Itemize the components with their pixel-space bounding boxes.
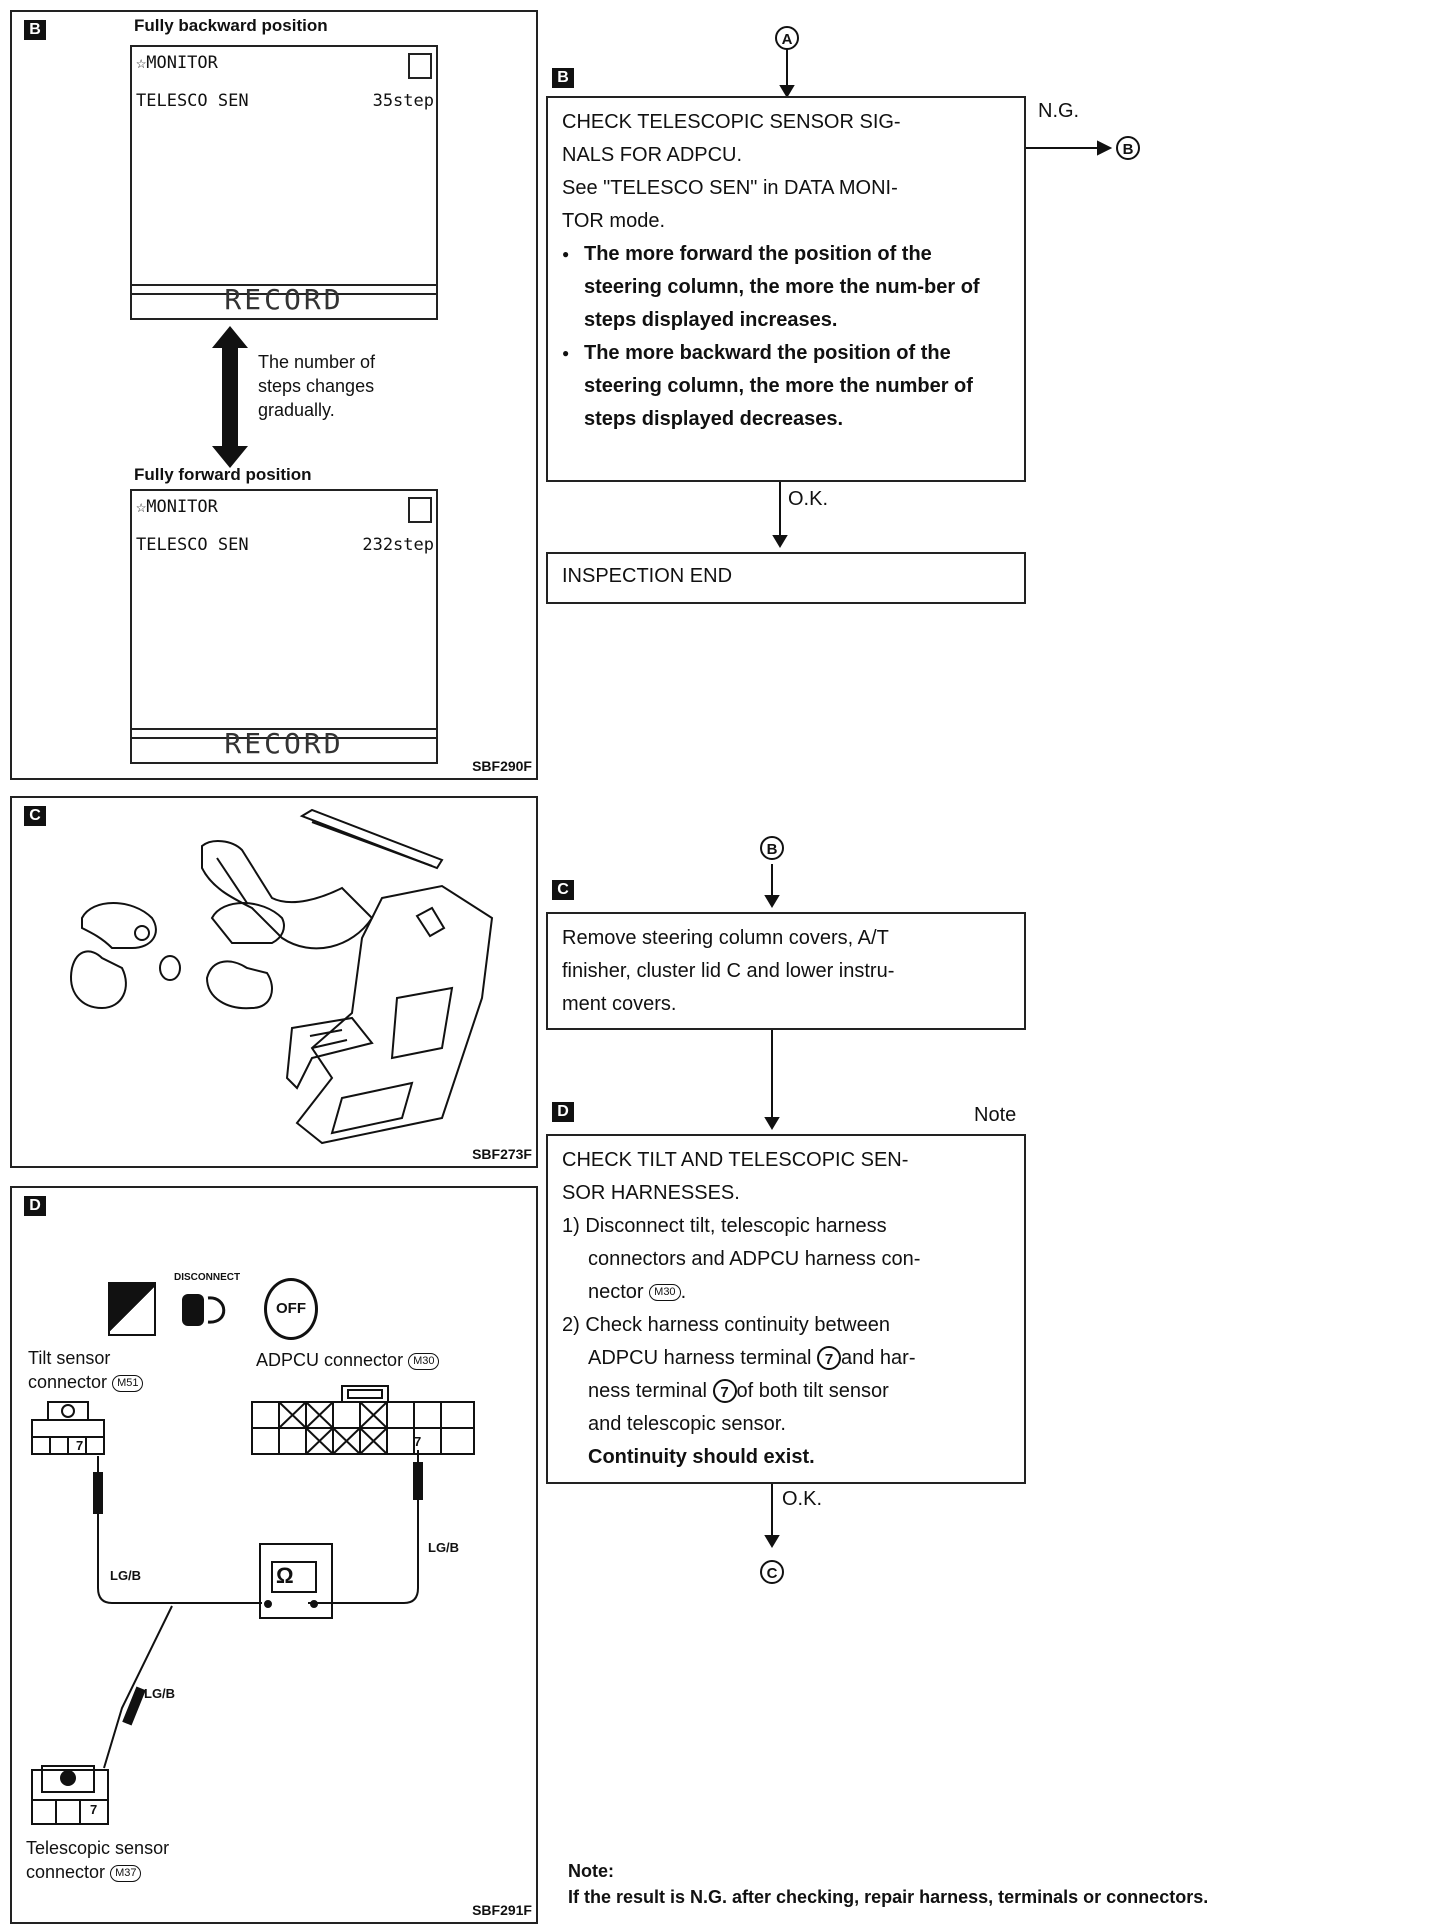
connector-badge: M30 xyxy=(649,1284,681,1302)
panel-d-badge: D xyxy=(24,1196,46,1216)
checkbox-icon xyxy=(408,53,432,79)
ignition-off-icon: OFF xyxy=(264,1278,318,1340)
wire-color-label: LG/B xyxy=(110,1568,142,1583)
note-block: Note: If the result is N.G. after checki… xyxy=(568,1861,1209,1907)
inspection-end-box: INSPECTION END xyxy=(546,552,1026,604)
monitor-title: ☆MONITOR xyxy=(136,497,218,517)
terminal-number: 7 xyxy=(816,1346,841,1370)
step-c-box: Remove steering column covers, A/T finis… xyxy=(546,912,1026,1030)
connector-badge: M37 xyxy=(110,1864,142,1882)
bottom-label: Fully forward position xyxy=(134,465,312,484)
panel-c: C SBF273F xyxy=(10,796,538,1168)
record-button[interactable]: RECORD xyxy=(130,728,438,764)
connector-c: C xyxy=(760,1560,784,1584)
figure-code: SBF290F xyxy=(472,758,532,774)
tilt-terminal-number: 7 xyxy=(76,1438,84,1453)
step-b-box: CHECK TELESCOPIC SENSOR SIG- NALS FOR AD… xyxy=(546,96,1026,482)
step-c-badge: C xyxy=(552,880,574,900)
connector-badge: M51 xyxy=(112,1374,144,1392)
panel-c-badge: C xyxy=(24,806,46,826)
panel-b-badge: B xyxy=(24,20,46,40)
connector-badge: M30 xyxy=(408,1352,440,1370)
adpcu-connector-label: ADPCU connector M30 xyxy=(256,1350,440,1371)
double-arrow-icon xyxy=(212,326,248,468)
connector-b-entry: B xyxy=(760,836,784,860)
ok-label: O.K. xyxy=(788,488,829,510)
step-d-badge: D xyxy=(552,1102,574,1122)
bottom-monitor-screen: ☆MONITOR TELESCO SEN 232step xyxy=(130,489,438,739)
adpcu-connector-diagram xyxy=(251,1385,475,1455)
panel-b: B Fully backward position ☆MONITOR TELES… xyxy=(10,10,538,780)
checkbox-icon xyxy=(408,497,432,523)
steering-column-covers-illustration xyxy=(70,808,494,1145)
adpcu-terminal-number: 7 xyxy=(414,1434,422,1449)
telescopic-connector-diagram xyxy=(31,1765,109,1825)
top-monitor-screen: ☆MONITOR TELESCO SEN 35step xyxy=(130,45,438,295)
item-value: 35step xyxy=(372,91,434,111)
disconnect-label: DISCONNECT xyxy=(174,1272,241,1283)
tele-terminal-number: 7 xyxy=(90,1802,98,1817)
wire-color-label: LG/B xyxy=(144,1686,176,1701)
terminal-number: 7 xyxy=(712,1379,737,1403)
figure-code: SBF273F xyxy=(472,1146,532,1162)
ng-label: N.G. xyxy=(1038,100,1080,122)
record-button[interactable]: RECORD xyxy=(130,284,438,320)
note-marker: Note xyxy=(974,1104,1017,1126)
tilt-connector-diagram xyxy=(31,1401,105,1455)
figure-code: SBF291F xyxy=(472,1902,532,1918)
telescopic-sensor-label: Telescopic sensor connector M37 xyxy=(26,1838,170,1882)
item-value: 232step xyxy=(362,535,434,555)
top-label: Fully backward position xyxy=(134,16,328,35)
disconnect-connector-icon xyxy=(182,1294,226,1326)
item-name: TELESCO SEN xyxy=(136,535,249,555)
monitor-title: ☆MONITOR xyxy=(136,53,218,73)
hs-icon: H.S. xyxy=(108,1282,156,1336)
ok-label: O.K. xyxy=(782,1488,823,1510)
connector-a: A xyxy=(775,26,799,50)
connector-b: B xyxy=(1116,136,1140,160)
tilt-sensor-label: Tilt sensor connector M51 xyxy=(28,1346,144,1394)
step-b-badge: B xyxy=(552,68,574,88)
step-d-box: CHECK TILT AND TELESCOPIC SEN- SOR HARNE… xyxy=(546,1134,1026,1484)
arrow-text: The number of steps changes gradually. xyxy=(258,352,376,420)
ohmmeter-icon: Ω xyxy=(276,1563,294,1588)
item-name: TELESCO SEN xyxy=(136,91,249,111)
wire-color-label: LG/B xyxy=(428,1540,460,1555)
bullet-item: The more forward the position of the ste… xyxy=(562,238,1010,337)
panel-d: D H.S. DISCONNECT OFF Tilt sensor connec… xyxy=(10,1186,538,1924)
bullet-item: The more backward the position of the st… xyxy=(562,337,1010,436)
wiring-diagram xyxy=(93,1450,423,1769)
